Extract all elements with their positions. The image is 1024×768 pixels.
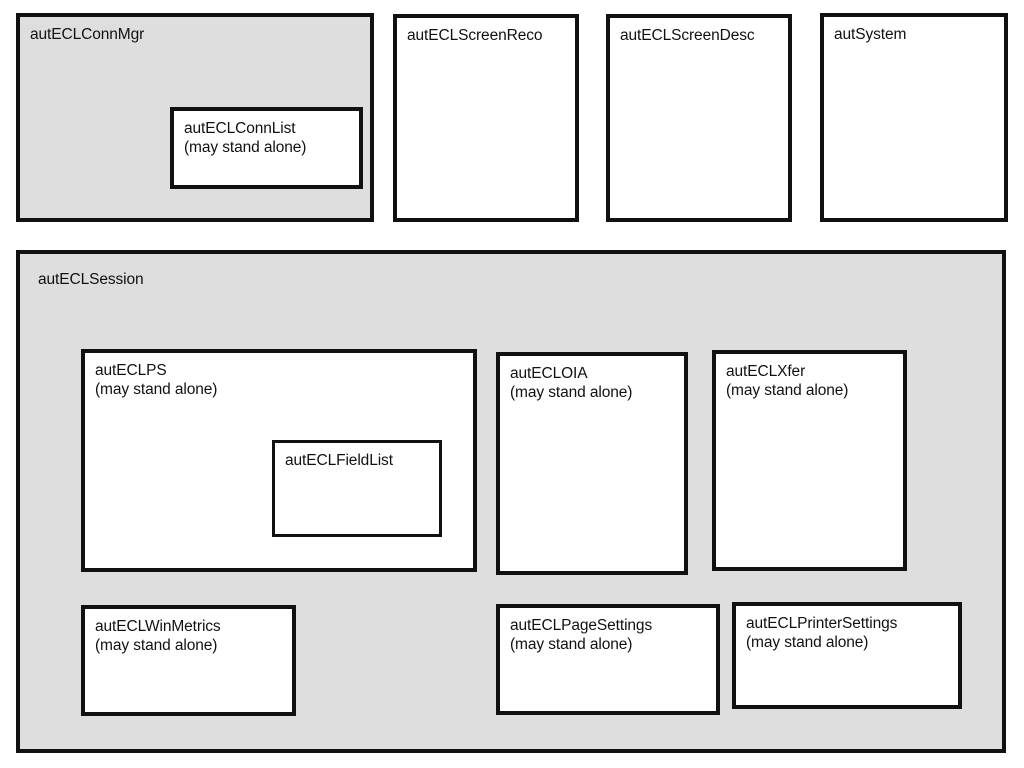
node-label-autECLScreenReco: autECLScreenReco (407, 27, 543, 44)
node-label-autECLOIA: autECLOIA (510, 365, 588, 382)
node-label-autECLPageSettings: autECLPageSettings (510, 617, 653, 634)
node-note-autECLPageSettings: (may stand alone) (510, 636, 633, 653)
node-label-autSystem: autSystem (834, 26, 907, 43)
node-note-autECLWinMetrics: (may stand alone) (95, 637, 218, 654)
node-autECLSession[interactable]: autECLSession autECLPS (may stand alone)… (16, 250, 1006, 753)
node-label-autECLConnList: autECLConnList (184, 120, 296, 137)
node-label-autECLPS: autECLPS (95, 362, 167, 379)
node-note-autECLPrinterSettings: (may stand alone) (746, 634, 869, 651)
node-autECLFieldList[interactable]: autECLFieldList (272, 440, 442, 537)
node-autECLPrinterSettings[interactable]: autECLPrinterSettings (may stand alone) (732, 602, 962, 709)
node-label-autECLSession: autECLSession (38, 271, 144, 288)
node-autECLPS[interactable]: autECLPS (may stand alone) autECLFieldLi… (81, 349, 477, 572)
node-note-autECLConnList: (may stand alone) (184, 139, 307, 156)
node-note-autECLXfer: (may stand alone) (726, 382, 849, 399)
node-label-autECLXfer: autECLXfer (726, 363, 806, 380)
node-note-autECLPS: (may stand alone) (95, 381, 218, 398)
node-autECLPageSettings[interactable]: autECLPageSettings (may stand alone) (496, 604, 720, 715)
node-label-autECLFieldList: autECLFieldList (285, 452, 393, 469)
node-autECLXfer[interactable]: autECLXfer (may stand alone) (712, 350, 907, 571)
node-label-autECLWinMetrics: autECLWinMetrics (95, 618, 221, 635)
node-label-autECLScreenDesc: autECLScreenDesc (620, 27, 755, 44)
node-autECLOIA[interactable]: autECLOIA (may stand alone) (496, 352, 688, 575)
node-autECLScreenReco[interactable]: autECLScreenReco (393, 14, 579, 222)
node-autECLScreenDesc[interactable]: autECLScreenDesc (606, 14, 792, 222)
node-label-autECLConnMgr: autECLConnMgr (30, 26, 145, 43)
node-label-autECLPrinterSettings: autECLPrinterSettings (746, 615, 898, 632)
node-autSystem[interactable]: autSystem (820, 13, 1008, 222)
node-autECLConnMgr[interactable]: autECLConnMgr autECLConnList (may stand … (16, 13, 374, 222)
node-autECLConnList[interactable]: autECLConnList (may stand alone) (170, 107, 363, 189)
node-autECLWinMetrics[interactable]: autECLWinMetrics (may stand alone) (81, 605, 296, 716)
node-note-autECLOIA: (may stand alone) (510, 384, 633, 401)
